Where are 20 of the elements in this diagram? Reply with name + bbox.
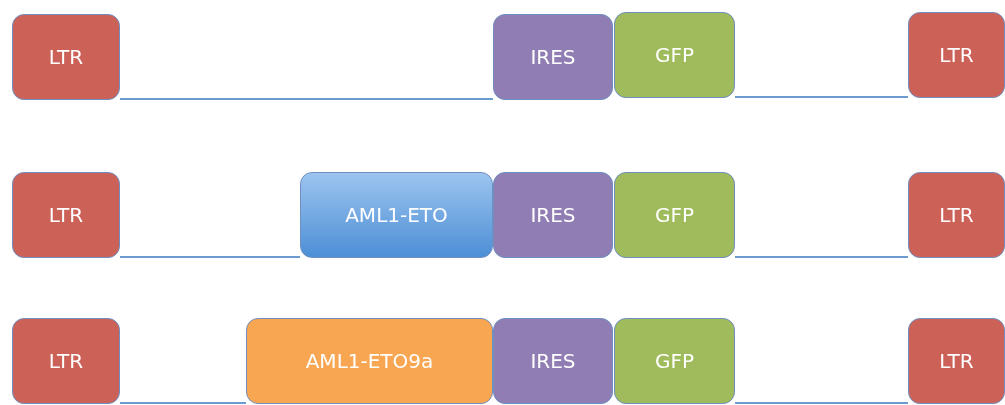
connector-line <box>734 402 909 404</box>
ltr-box: LTR <box>908 172 1005 258</box>
ltr-box: LTR <box>12 172 120 258</box>
gfp-box: GFP <box>614 318 735 404</box>
ltr-box: LTR <box>12 318 120 404</box>
ltr-box: LTR <box>908 12 1005 98</box>
ires-box: IRES <box>493 318 613 404</box>
ltr-box: LTR <box>12 14 120 100</box>
connector-line <box>119 98 494 100</box>
connector-line <box>119 256 301 258</box>
ltr-box: LTR <box>908 318 1005 404</box>
gene-box: AML1-ETO <box>300 172 493 258</box>
connector-line <box>734 96 909 98</box>
connector-line <box>734 256 909 258</box>
connector-line <box>119 402 247 404</box>
ires-box: IRES <box>493 172 613 258</box>
gene-box: AML1-ETO9a <box>246 318 493 404</box>
ires-box: IRES <box>493 14 613 100</box>
gfp-box: GFP <box>614 172 735 258</box>
gfp-box: GFP <box>614 12 735 98</box>
